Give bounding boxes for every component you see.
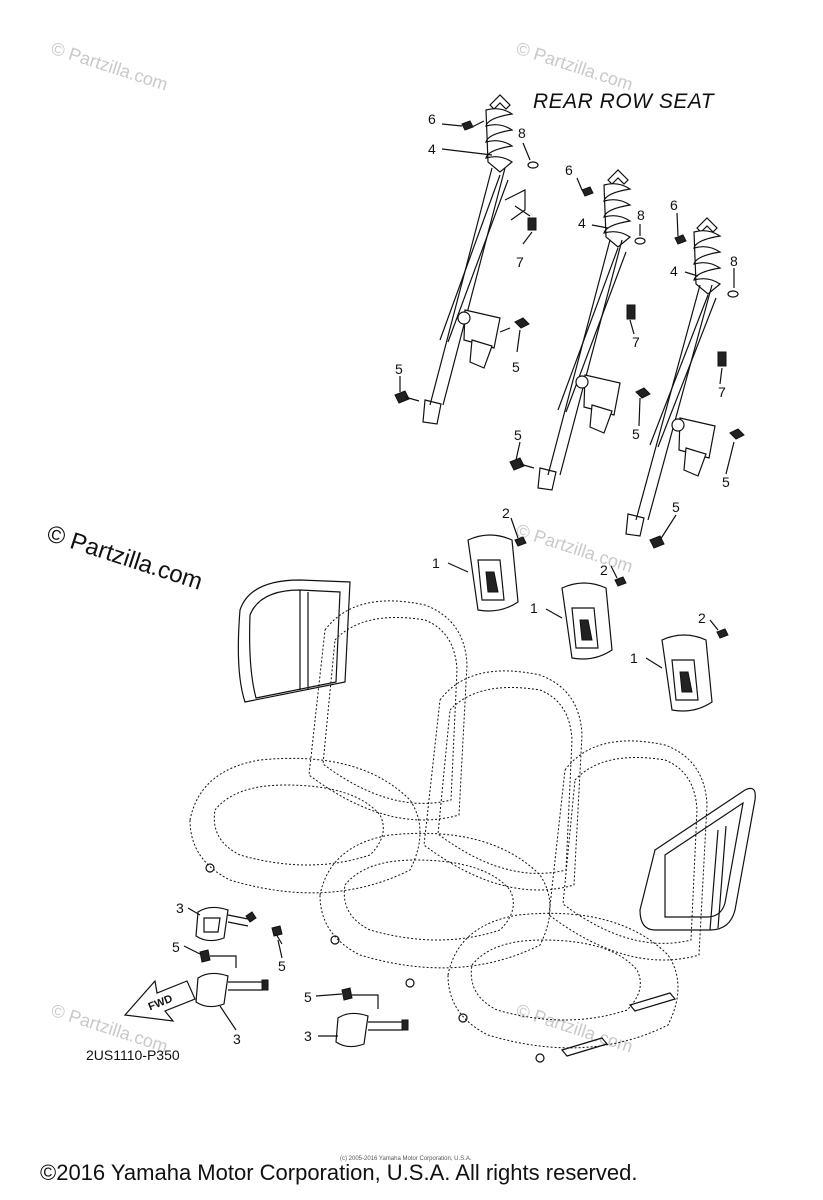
buckle-assembly-2	[195, 949, 269, 1008]
seat-frame-right	[639, 787, 756, 931]
callout-2: 2	[600, 562, 608, 578]
buckle-assembly-1	[195, 906, 283, 945]
callout-4: 4	[670, 263, 678, 279]
headrest-right	[661, 628, 729, 712]
callout-7: 7	[718, 384, 726, 400]
fwd-arrow	[123, 979, 196, 1022]
callout-3: 3	[176, 900, 184, 916]
callout-5: 5	[304, 989, 312, 1005]
tiny-copyright: (c) 2005-2016 Yamaha Motor Corporation, …	[340, 1156, 472, 1162]
callout-2: 2	[502, 505, 510, 521]
seat-center	[319, 670, 583, 988]
callout-5: 5	[632, 426, 640, 442]
callout-5: 5	[172, 939, 180, 955]
callout-6: 6	[565, 162, 573, 178]
callout-5: 5	[514, 427, 522, 443]
callout-5: 5	[722, 474, 730, 490]
callout-5: 5	[395, 361, 403, 377]
callout-8: 8	[518, 125, 526, 141]
headrest-center	[561, 576, 627, 660]
seat-belt-assembly-left	[394, 94, 539, 425]
callout-8: 8	[730, 253, 738, 269]
copyright-notice: ©2016 Yamaha Motor Corporation, U.S.A. A…	[40, 1160, 638, 1185]
callout-3: 3	[233, 1031, 241, 1047]
seat-frame-left	[237, 579, 351, 703]
callout-4: 4	[578, 215, 586, 231]
headrest-left	[467, 534, 527, 612]
seat-belt-assembly-right	[625, 217, 745, 549]
callout-3: 3	[304, 1028, 312, 1044]
callout-5: 5	[512, 359, 520, 375]
callout-2: 2	[698, 610, 706, 626]
callout-8: 8	[637, 207, 645, 223]
callout-1: 1	[630, 650, 638, 666]
diagram-title: REAR ROW SEAT	[533, 90, 715, 113]
diagram-code: 2US1110-P350	[86, 1047, 180, 1063]
callout-7: 7	[632, 334, 640, 350]
callout-6: 6	[428, 111, 436, 127]
seat-right	[447, 740, 708, 1063]
callout-1: 1	[530, 600, 538, 616]
buckle-assembly-3	[335, 987, 409, 1048]
seat-left	[189, 600, 468, 894]
seat-belt-assembly-center	[509, 169, 651, 491]
leader-lines	[183, 123, 735, 1037]
callout-5: 5	[278, 958, 286, 974]
callout-7: 7	[516, 254, 524, 270]
callout-5: 5	[672, 499, 680, 515]
callout-1: 1	[432, 555, 440, 571]
callout-6: 6	[670, 197, 678, 213]
callout-4: 4	[428, 141, 436, 157]
